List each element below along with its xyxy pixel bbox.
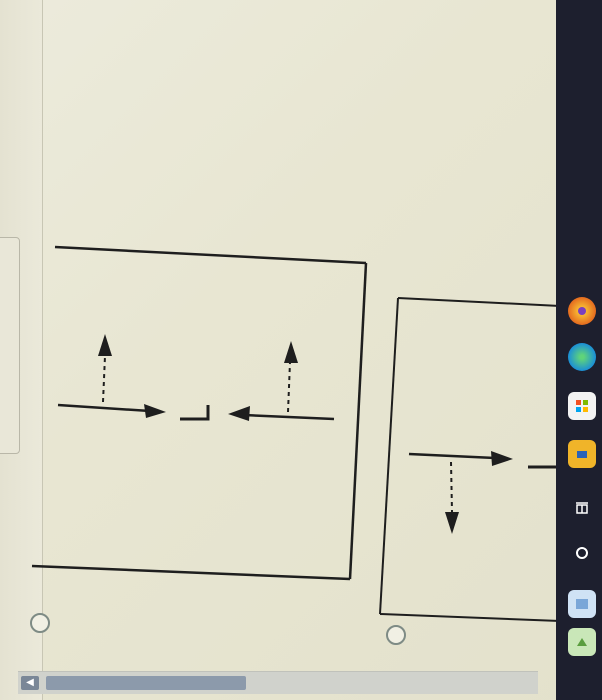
a-left-solid-arrowhead	[144, 404, 166, 418]
b-solid-arrow-shaft	[408, 452, 496, 460]
a-right-solid-arrowhead	[228, 406, 250, 421]
option-a-arrows	[57, 334, 335, 421]
a-left-solid-arrow-shaft	[57, 403, 151, 413]
a-left-dashed-arrow-shaft	[102, 355, 106, 403]
scroll-left-icon[interactable]: ◀	[21, 676, 39, 690]
option-b-left-line	[379, 297, 399, 615]
firefox-icon[interactable]	[568, 297, 596, 325]
a-right-dashed-arrowhead	[284, 341, 298, 363]
a-right-solid-arrow-shaft	[243, 413, 335, 421]
option-a-right-line	[348, 262, 368, 580]
option-a-top-line	[54, 245, 367, 265]
option-b-diagram	[379, 297, 561, 622]
file-explorer-icon[interactable]	[568, 440, 596, 468]
store-icon[interactable]	[568, 392, 596, 420]
option-b-arrows	[408, 451, 556, 534]
taskview-icon[interactable]	[568, 494, 596, 522]
option-b-top-line	[397, 297, 561, 307]
option-b-radio[interactable]	[386, 625, 406, 645]
widgets-icon[interactable]	[568, 590, 596, 618]
horizontal-scrollbar[interactable]: ◀	[18, 671, 538, 694]
a-left-dashed-arrowhead	[98, 334, 112, 356]
option-b-bottom-line	[379, 613, 561, 622]
a-right-dashed-arrow-shaft	[287, 361, 291, 413]
b-dashed-arrow-shaft	[450, 461, 453, 513]
option-a-bottom-line	[31, 564, 351, 581]
scroll-thumb[interactable]	[46, 676, 246, 690]
search-circle-icon[interactable]	[568, 539, 596, 567]
a-slip-boundary	[180, 405, 210, 421]
app-icon[interactable]	[568, 628, 596, 656]
edge-icon[interactable]	[568, 343, 596, 371]
b-solid-arrowhead	[491, 451, 513, 466]
b-dashed-arrowhead	[445, 512, 459, 534]
option-a-diagram	[31, 245, 368, 581]
option-a-radio[interactable]	[30, 613, 50, 633]
side-widget[interactable]	[0, 237, 20, 454]
